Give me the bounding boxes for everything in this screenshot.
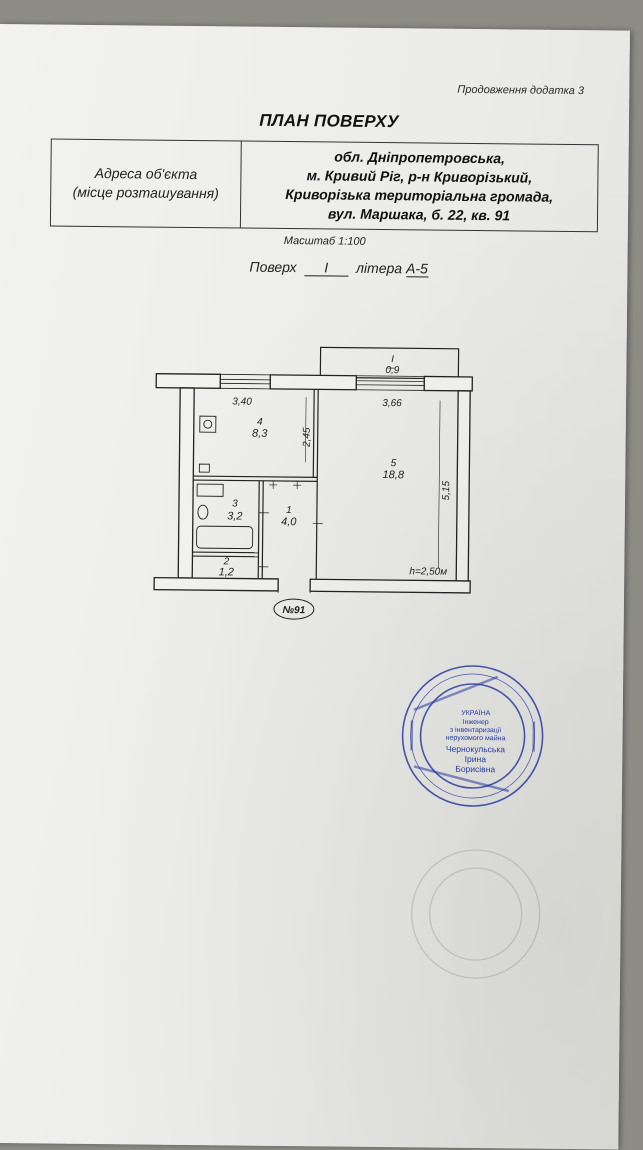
- room-1-area: 4,0: [281, 516, 297, 528]
- official-seal: УКРАЇНА Інженер з інвентаризації нерухом…: [397, 660, 549, 812]
- room-4-area: 8,3: [252, 428, 268, 440]
- room-5-number: 5: [391, 458, 397, 469]
- room-I-area: 0,9: [385, 365, 399, 376]
- litera-label: літера: [356, 260, 402, 276]
- seal-line-6: Ірина: [465, 754, 487, 764]
- dim-room-depth: 5,15: [441, 480, 452, 500]
- litera-value: А-5: [406, 260, 428, 277]
- room-4-number: 4: [257, 417, 263, 428]
- address-community: Криворізька територіальна громада,: [285, 185, 553, 207]
- dim-room-width: 3,66: [382, 398, 402, 409]
- address-table: Адреса об'єкта (місце розташування) обл.…: [50, 139, 599, 233]
- seal-line-3: з інвентаризації: [450, 726, 502, 735]
- seal-line-5: Чернокульська: [446, 744, 505, 755]
- floor-value: I: [304, 259, 348, 276]
- show-through-seal: [405, 843, 546, 984]
- ceiling-height: h=2,50м: [409, 566, 447, 577]
- room-1-number: 1: [286, 505, 292, 516]
- dim-kitchen-width: 3,40: [232, 396, 252, 407]
- address-region: обл. Дніпропетровська,: [334, 148, 505, 169]
- seal-line-7: Борисівна: [455, 764, 495, 774]
- floor-plan: I 0,9 3,40 3,66 2,45 5,15 4 8,3 5 18,8 3…: [144, 316, 487, 640]
- address-label-sub: (місце розташування): [73, 183, 219, 204]
- dimension-lines: [304, 397, 440, 568]
- address-label-cell: Адреса об'єкта (місце розташування): [51, 140, 242, 228]
- outer-walls: [154, 374, 472, 593]
- address-label: Адреса об'єкта: [95, 164, 198, 184]
- room-2-area: 1,2: [219, 566, 234, 578]
- seal-line-4: нерухомого майна: [446, 734, 506, 743]
- document-title: ПЛАН ПОВЕРХУ: [0, 108, 643, 135]
- inner-walls: [192, 388, 318, 579]
- scale-note: Масштаб 1:100: [284, 235, 366, 248]
- floor-line: Поверх I літера А-5: [249, 259, 428, 278]
- room-3-number: 3: [232, 498, 238, 509]
- seal-line-2: Інженер: [463, 719, 489, 726]
- address-city: м. Кривий Ріг, р-н Криворізький,: [307, 166, 533, 187]
- continuation-note: Продовження додатка 3: [457, 84, 584, 97]
- room-I-number: I: [391, 354, 394, 365]
- dim-kitchen-depth: 2,45: [302, 427, 313, 448]
- seal-line-1: УКРАЇНА: [461, 709, 490, 717]
- room-3-area: 3,2: [227, 510, 242, 522]
- fixtures: [197, 416, 254, 549]
- room-5-area: 18,8: [383, 469, 405, 481]
- floor-label: Поверх: [249, 259, 296, 275]
- apartment-tag: №91: [283, 605, 306, 616]
- address-street: вул. Маршака, б. 22, кв. 91: [328, 204, 510, 225]
- document-sheet: Продовження додатка 3 ПЛАН ПОВЕРХУ Адрес…: [0, 24, 630, 1150]
- address-value-cell: обл. Дніпропетровська, м. Кривий Ріг, р-…: [241, 142, 598, 232]
